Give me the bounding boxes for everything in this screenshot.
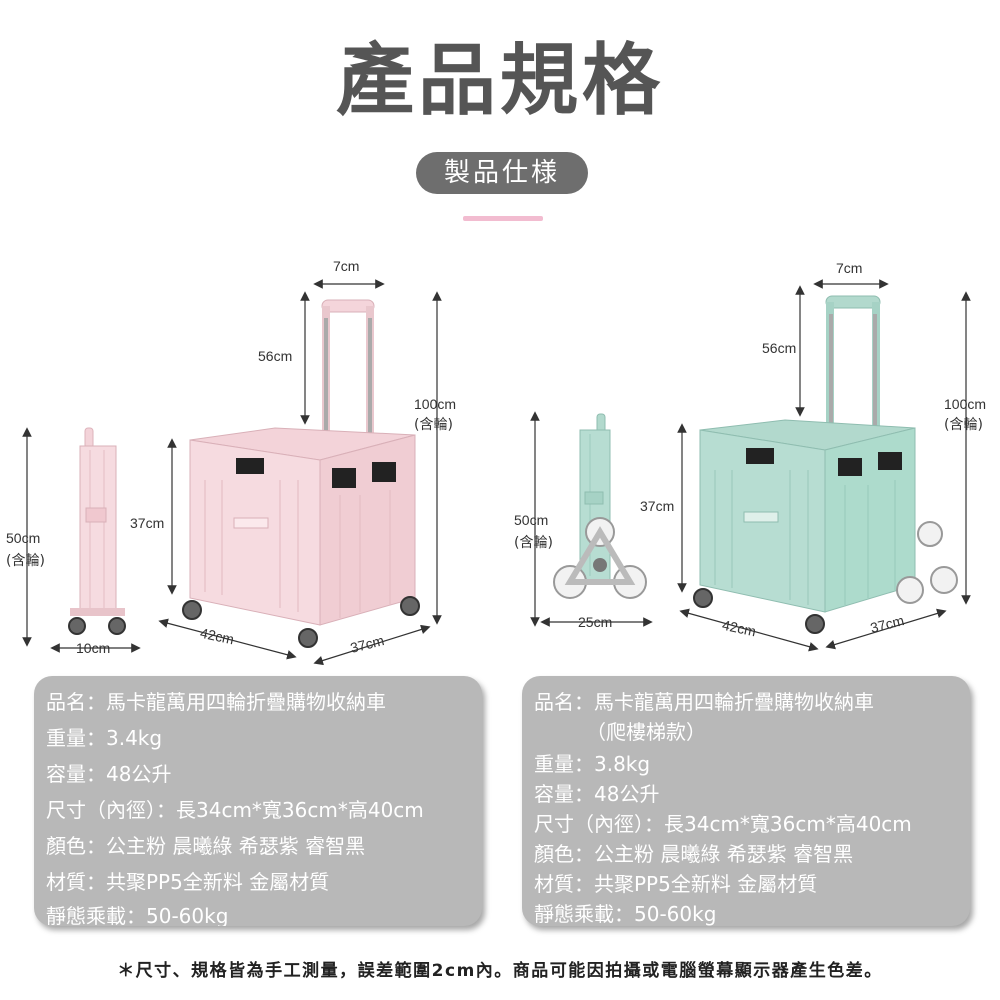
accent-divider: [463, 216, 543, 221]
spec-load: 靜態乘載：50-60kg: [46, 904, 229, 926]
spec-colors: 顏色：公主粉 晨曦綠 希瑟紫 睿智黑: [46, 834, 366, 858]
left-folded-height-note: (含輪): [6, 553, 45, 569]
spec-load: 靜態乘載：50-60kg: [534, 902, 717, 926]
left-folded-depth-label: 10cm: [76, 640, 111, 656]
right-folded-height-note: (含輪): [514, 535, 553, 551]
spec-material: 材質：共聚PP5全新料 金屬材質: [46, 870, 330, 894]
right-folded-depth-label: 25cm: [578, 614, 613, 630]
pink-cart: [182, 299, 420, 648]
arrow-left-width: [313, 624, 431, 666]
subtitle-pill: 製品仕様: [416, 152, 588, 194]
left-folded-height-label: 50cm: [6, 530, 41, 546]
spec-colors: 顏色：公主粉 晨曦綠 希瑟紫 睿智黑: [534, 842, 854, 866]
footnote: ＊尺寸、規格皆為手工測量，誤差範圍2cm內。商品可能因拍攝或電腦螢幕顯示器產生色…: [117, 961, 883, 981]
spec-size: 尺寸（內徑）：長34cm*寬36cm*高40cm: [534, 812, 912, 836]
spec-material: 材質：共聚PP5全新料 金屬材質: [534, 872, 818, 896]
spec-name: 品名：馬卡龍萬用四輪折疊購物收納車: [46, 690, 386, 714]
left-handle-width-label: 7cm: [333, 258, 360, 274]
spec-card-standard: 品名：馬卡龍萬用四輪折疊購物收納車 重量：3.4kg 容量：48公升 尺寸（內徑…: [34, 676, 482, 926]
right-handle-height-label: 56cm: [762, 340, 797, 356]
left-total-height-label: 100cm: [414, 396, 457, 412]
spec-weight: 重量：3.8kg: [534, 752, 651, 776]
page-title: 產品規格: [335, 36, 664, 126]
spec-weight: 重量：3.4kg: [46, 726, 163, 750]
arrow-right-width: [825, 608, 947, 650]
spec-name-variant: （爬樓梯款）: [586, 720, 706, 744]
pink-cart-folded: [68, 427, 126, 635]
green-cart-folded: [553, 413, 647, 599]
right-handle-width-label: 7cm: [836, 260, 863, 276]
right-box-height-label: 37cm: [640, 498, 675, 514]
arrow-right-length: [679, 608, 819, 652]
right-folded-height-label: 50cm: [514, 512, 549, 528]
left-total-height-note: (含輪): [414, 417, 453, 433]
right-total-height-note: (含輪): [944, 417, 983, 433]
left-handle-height-label: 56cm: [258, 348, 293, 364]
green-cart: [693, 295, 958, 634]
arrow-left-length: [158, 618, 297, 660]
spec-name: 品名：馬卡龍萬用四輪折疊購物收納車: [534, 690, 874, 714]
spec-capacity: 容量：48公升: [46, 762, 172, 786]
left-box-height-label: 37cm: [130, 515, 165, 531]
spec-capacity: 容量：48公升: [534, 782, 660, 806]
right-total-height-label: 100cm: [944, 396, 987, 412]
spec-card-stair: 品名：馬卡龍萬用四輪折疊購物收納車 （爬樓梯款） 重量：3.8kg 容量：48公…: [522, 676, 970, 926]
spec-size: 尺寸（內徑）：長34cm*寬36cm*高40cm: [46, 798, 424, 822]
product-illustrations: [22, 279, 971, 666]
